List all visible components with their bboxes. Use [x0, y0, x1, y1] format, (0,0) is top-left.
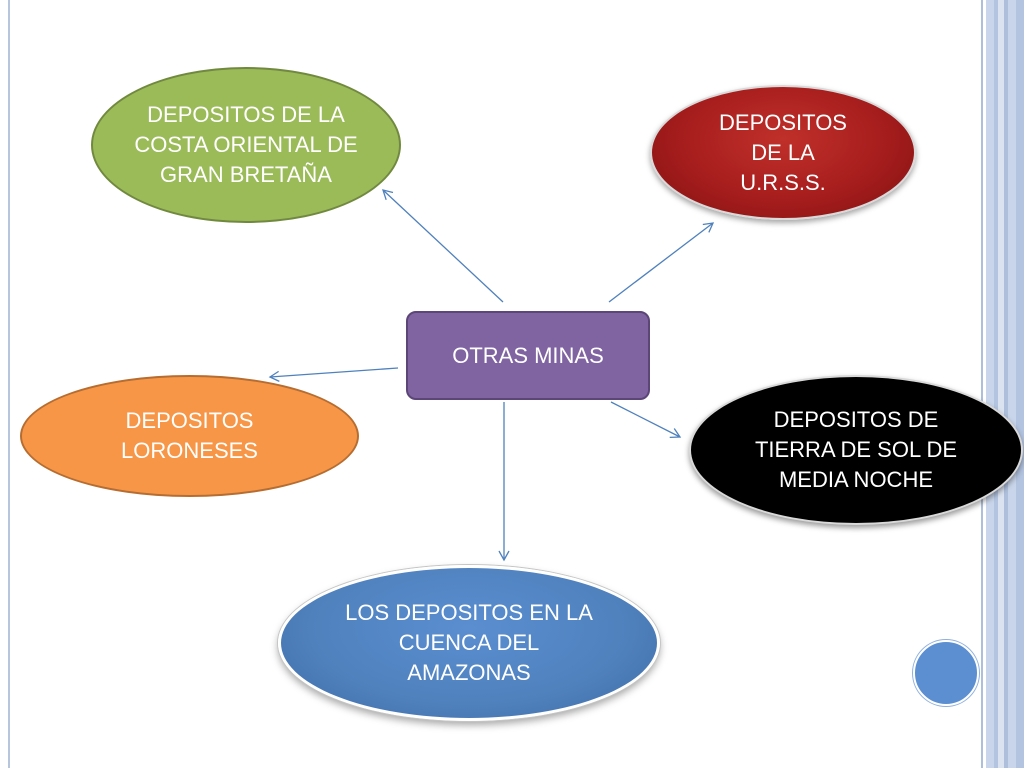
node-amazonas[interactable]: LOS DEPOSITOS EN LA CUENCA DEL AMAZONAS	[278, 565, 660, 721]
slide-left-border	[8, 0, 10, 768]
node-gran-bretana-label: DEPOSITOS DE LA COSTA ORIENTAL DE GRAN B…	[134, 102, 358, 187]
node-tierra-sol[interactable]: DEPOSITOS DE TIERRA DE SOL DE MEDIA NOCH…	[689, 375, 1023, 525]
node-urss[interactable]: DEPOSITOS DE LA U.R.S.S.	[650, 85, 916, 220]
arrow-to-gran-bretana	[382, 189, 504, 303]
center-node-otras-minas[interactable]: OTRAS MINAS	[406, 311, 650, 400]
node-loroneses-label: DEPOSITOS LORONESES	[121, 408, 258, 463]
arrow-to-tierra-sol	[610, 401, 682, 439]
arrow-to-loroneses	[268, 367, 399, 382]
node-urss-label: DEPOSITOS DE LA U.R.S.S.	[719, 109, 847, 195]
arrow-to-urss	[608, 222, 715, 303]
node-amazonas-label: LOS DEPOSITOS EN LA CUENCA DEL AMAZONAS	[345, 600, 593, 685]
slide-right-stripes	[978, 0, 1024, 768]
node-tierra-sol-label: DEPOSITOS DE TIERRA DE SOL DE MEDIA NOCH…	[754, 407, 958, 492]
node-gran-bretana[interactable]: DEPOSITOS DE LA COSTA ORIENTAL DE GRAN B…	[91, 67, 401, 223]
node-loroneses[interactable]: DEPOSITOS LORONESES	[20, 375, 359, 497]
decorative-circle	[913, 640, 979, 706]
center-node-label: OTRAS MINAS	[452, 342, 604, 368]
